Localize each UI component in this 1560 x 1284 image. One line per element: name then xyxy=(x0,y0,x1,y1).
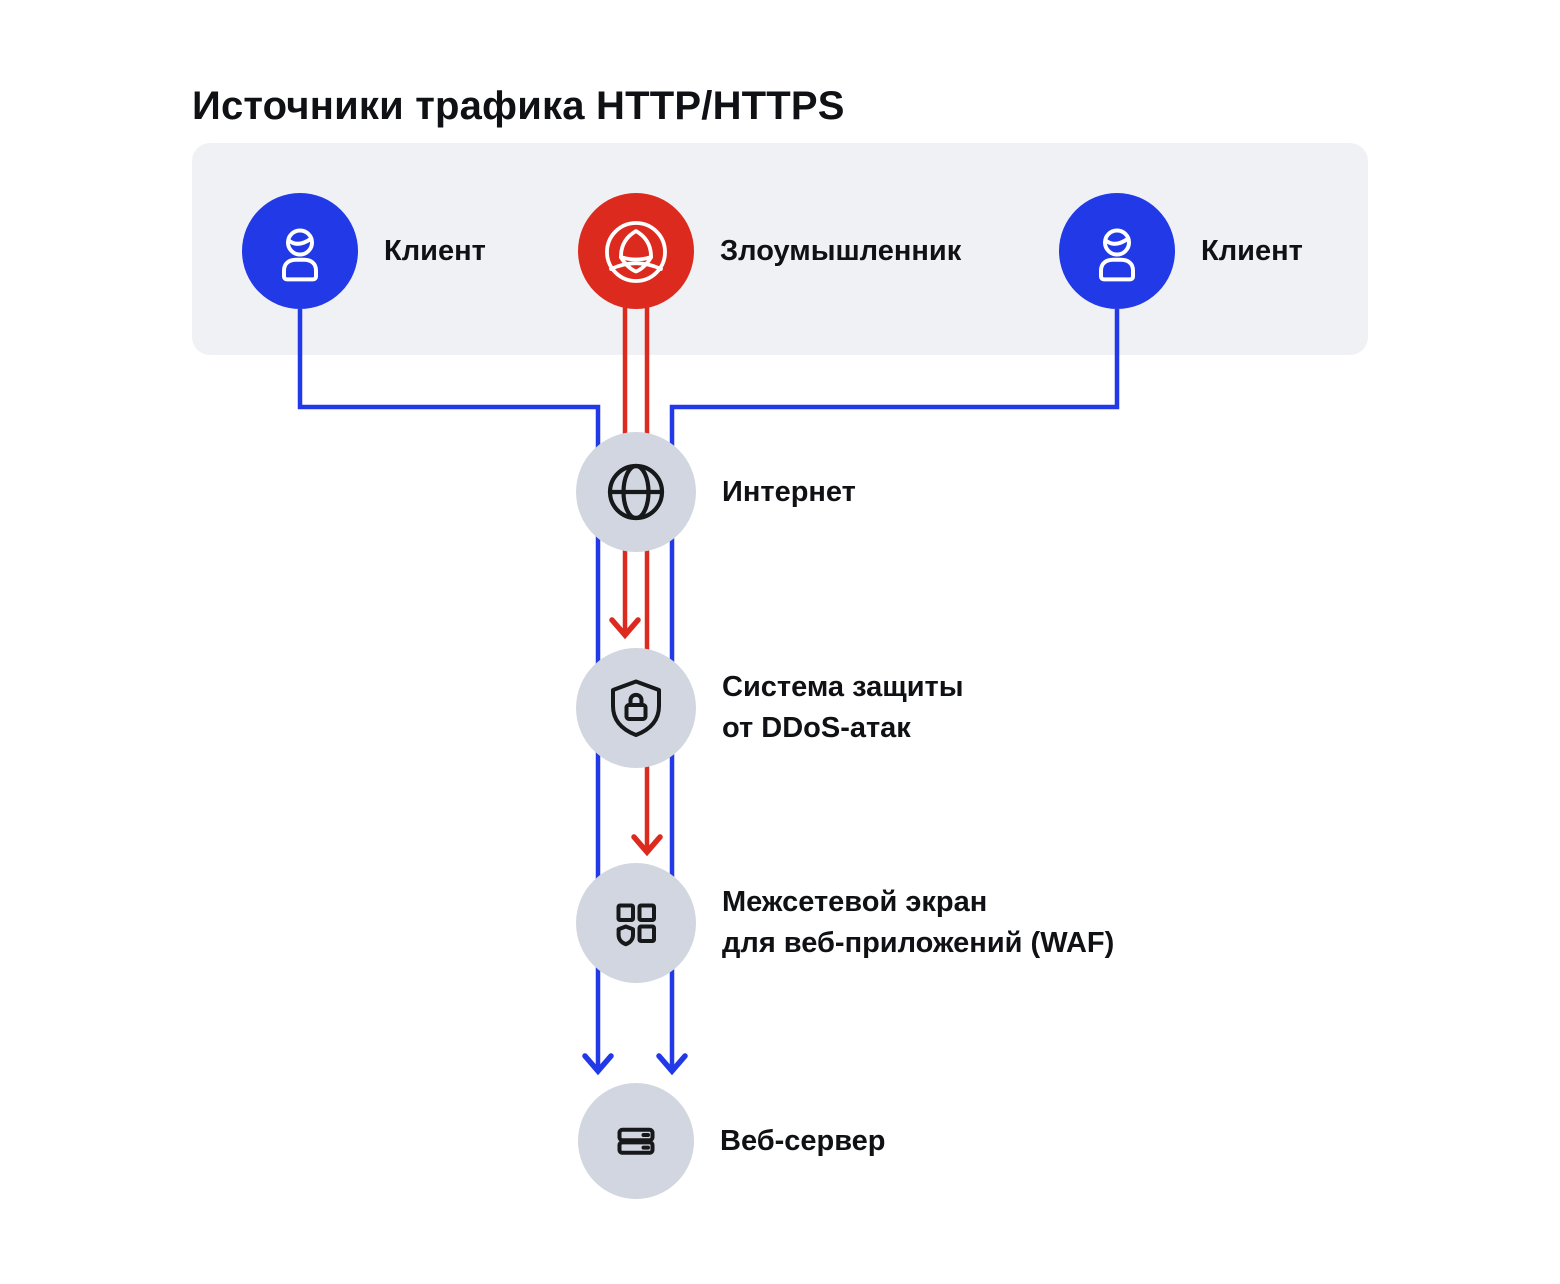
flow-node-waf: Межсетевой экран для веб-приложений (WAF… xyxy=(576,863,1114,983)
server-icon xyxy=(617,1127,655,1155)
client-right-circle xyxy=(1059,193,1175,309)
waf-label-line2: для веб-приложений (WAF) xyxy=(722,927,1115,959)
page-title: Источники трафика HTTP/HTTPS xyxy=(192,84,845,128)
ddos-protection-label-line1: Система защиты xyxy=(722,671,964,703)
client-left-label: Клиент xyxy=(384,234,486,267)
internet-circle xyxy=(576,432,696,552)
client-right-label: Клиент xyxy=(1201,234,1303,267)
web-server-circle xyxy=(578,1083,694,1199)
blue-arrowhead-left xyxy=(582,1053,614,1076)
web-server-label: Веб-сервер xyxy=(720,1124,886,1157)
waf-circle xyxy=(576,863,696,983)
globe-icon xyxy=(607,463,665,521)
blue-arrowhead-right xyxy=(656,1053,688,1076)
ddos-protection-circle xyxy=(576,648,696,768)
shield-grid-icon xyxy=(616,903,656,947)
traffic-sources-panel: Клиент Злоумышленник Клиент xyxy=(192,143,1368,355)
flow-node-ddos-protection: Система защиты от DDoS-атак xyxy=(576,648,964,768)
user-icon xyxy=(1099,228,1135,282)
flow-node-web-server: Веб-сервер xyxy=(578,1083,886,1199)
client-left-flow-line xyxy=(297,309,601,1070)
ddos-protection-label: Система защиты от DDoS-атак xyxy=(722,667,964,749)
source-node-attacker: Злоумышленник xyxy=(578,193,961,309)
source-node-client-right: Клиент xyxy=(1059,193,1303,309)
ddos-protection-label-line2: от DDoS-атак xyxy=(722,712,911,744)
client-left-circle xyxy=(242,193,358,309)
hacker-icon xyxy=(605,221,667,283)
red-arrowhead-ddos xyxy=(609,617,641,640)
waf-label-line1: Межсетевой экран xyxy=(722,886,988,918)
source-node-client-left: Клиент xyxy=(242,193,486,309)
waf-label: Межсетевой экран для веб-приложений (WAF… xyxy=(722,882,1114,964)
attacker-label: Злоумышленник xyxy=(720,234,962,267)
red-arrowhead-waf xyxy=(631,834,663,857)
flow-node-internet: Интернет xyxy=(576,432,856,552)
shield-lock-icon xyxy=(611,679,661,737)
user-icon xyxy=(282,228,318,282)
attacker-circle xyxy=(578,193,694,309)
internet-label: Интернет xyxy=(722,475,856,508)
